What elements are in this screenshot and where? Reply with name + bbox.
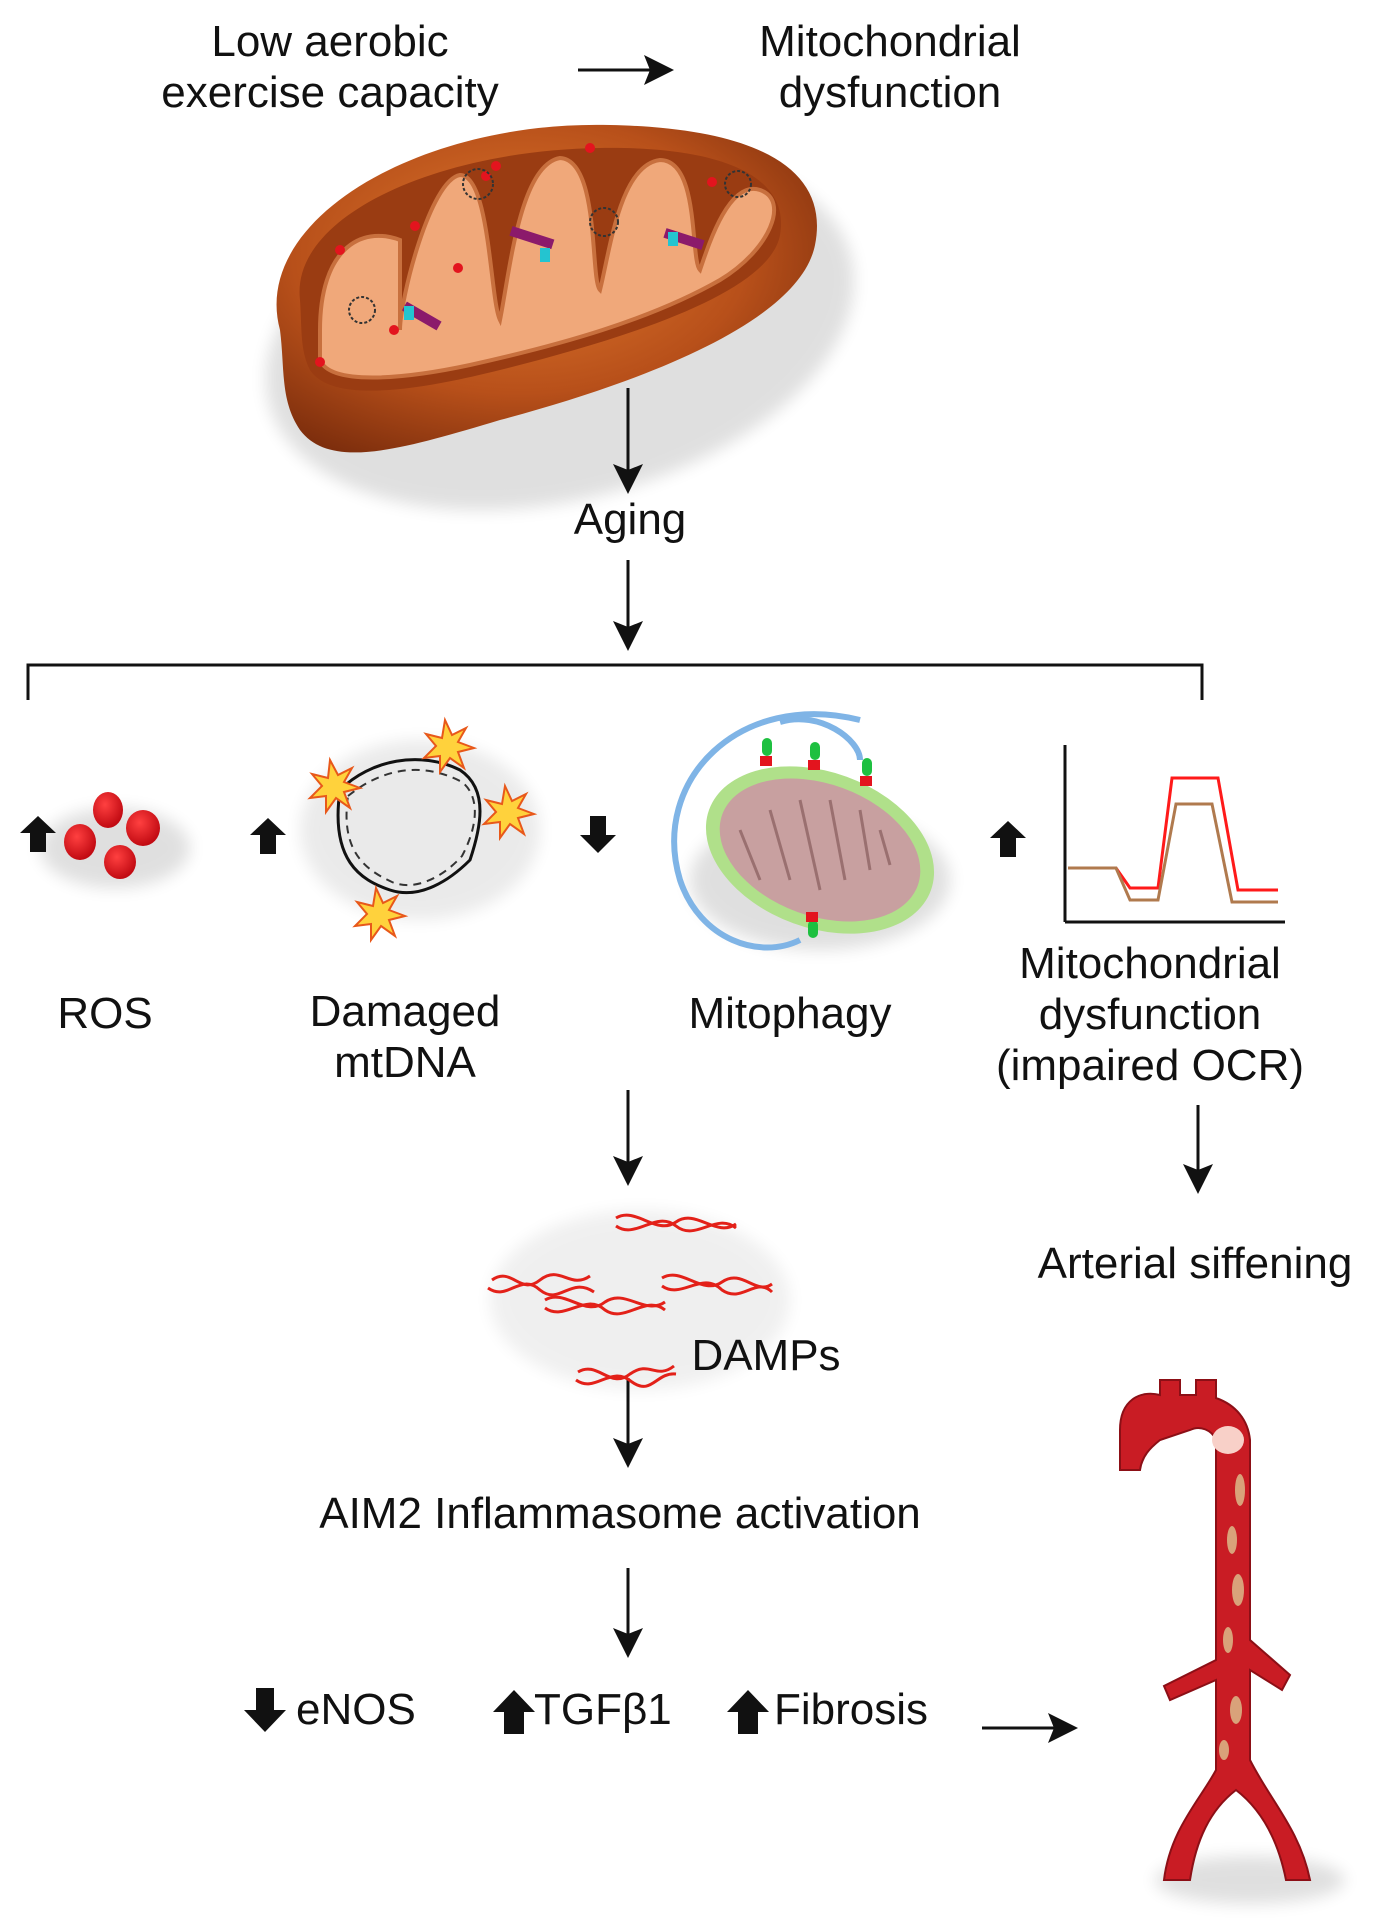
mitophagy-down-arrow	[580, 816, 616, 853]
effect-label: Mitochondrial dysfunction	[759, 17, 1021, 118]
ros-illustration	[40, 792, 190, 888]
mitophagy-illustration	[671, 711, 950, 951]
mitophagy-label: Mitophagy	[688, 989, 892, 1038]
ocr-up-arrow	[990, 821, 1026, 857]
fibrosis-up-arrow	[727, 1690, 769, 1734]
tgf-label: TGFβ1	[534, 1685, 672, 1734]
ros-up-arrow	[20, 816, 56, 852]
mtdna-up-arrow	[250, 818, 286, 854]
fibrosis-label: Fibrosis	[774, 1685, 929, 1734]
artery-illustration	[1119, 1379, 1345, 1904]
aging-label: Aging	[573, 495, 687, 544]
damps-illustration	[487, 1210, 790, 1390]
tgf-up-arrow	[493, 1690, 535, 1734]
aim2-label: AIM2 Inflammasome activation	[319, 1489, 921, 1538]
mitochondrion-illustration	[266, 124, 854, 511]
enos-down-arrow	[244, 1688, 286, 1732]
ocr-trace-illustration	[1063, 745, 1285, 924]
damaged-mtdna-illustration	[300, 716, 540, 944]
arterial-stiffening-label: Arterial siffening	[1037, 1239, 1353, 1288]
hallmarks-bracket	[26, 663, 1204, 700]
damaged-mtdna-label: Damaged mtDNA	[309, 987, 501, 1088]
ros-label: ROS	[57, 989, 153, 1038]
ocr-dysfunction-label: Mitochondrial dysfunction (impaired OCR)	[995, 939, 1305, 1091]
enos-label: eNOS	[296, 1685, 416, 1734]
cause-label: Low aerobic exercise capacity	[161, 17, 499, 118]
damps-label: DAMPs	[691, 1331, 841, 1380]
